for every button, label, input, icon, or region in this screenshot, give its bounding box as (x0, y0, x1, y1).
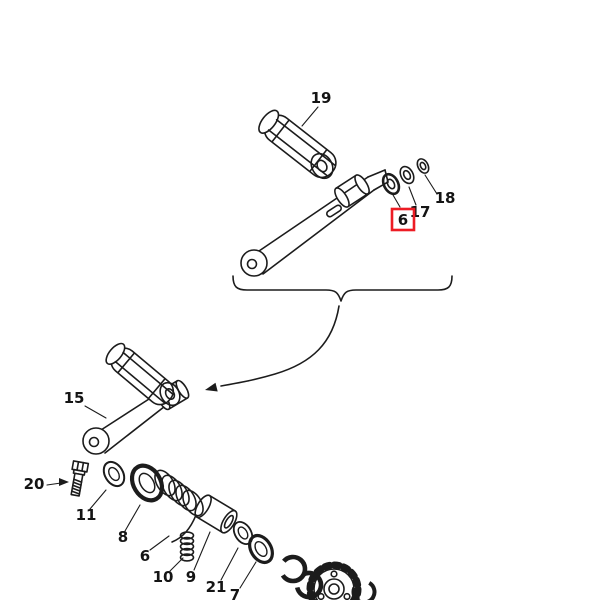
leader-10 (169, 557, 184, 572)
pedal-joint-ring (310, 152, 334, 180)
lever-joint-ring (159, 381, 181, 407)
ring-part-18 (416, 158, 430, 174)
leader-19 (301, 106, 319, 127)
part-label-8[interactable]: 8 (118, 528, 128, 546)
arm-slot (326, 204, 342, 218)
washer-part-7 (248, 533, 274, 565)
leader-15 (84, 405, 107, 419)
highlighted-part-callout[interactable]: 6 (390, 207, 416, 232)
arm-boss (240, 249, 268, 277)
end-clip (351, 579, 377, 600)
spring-part-10 (179, 531, 195, 562)
washer-part-17 (399, 165, 415, 185)
leader-9 (193, 531, 211, 571)
part-label-7[interactable]: 7 (230, 586, 240, 600)
leader-8 (124, 504, 141, 532)
washer-part-21 (232, 521, 254, 545)
leader-6-top (392, 194, 401, 208)
leader-6-bottom (149, 535, 170, 551)
leader-21 (220, 547, 239, 581)
detail-arrow (205, 305, 340, 392)
leader-20-arrowhead-icon (59, 478, 69, 486)
leader-11 (89, 489, 107, 510)
seal-part-8 (129, 463, 165, 503)
lever-boss (82, 427, 110, 455)
grouping-brace (232, 275, 453, 302)
washer-part-6 (381, 172, 401, 196)
highlight-box[interactable] (390, 207, 416, 232)
part-label-17[interactable]: 17 (410, 203, 431, 221)
kick-lever-arm (240, 176, 375, 277)
part-label-6[interactable]: 6 (140, 547, 150, 565)
leader-17 (408, 186, 417, 206)
leader-20 (46, 482, 62, 486)
spring-tail (171, 514, 197, 543)
kick-lever-assembly (240, 109, 430, 277)
part-label-6-highlighted[interactable]: 6 (398, 211, 408, 229)
gear-teeth (306, 561, 362, 600)
part-label-18[interactable]: 18 (435, 189, 456, 207)
part-label-15[interactable]: 15 (64, 389, 85, 407)
part-label-20[interactable]: 20 (24, 475, 45, 493)
leader-lines (46, 106, 438, 589)
part-label-10[interactable]: 10 (153, 568, 174, 586)
part-label-21[interactable]: 21 (206, 578, 227, 596)
part-label-9[interactable]: 9 (186, 568, 196, 586)
leader-18 (424, 174, 438, 195)
part-label-11[interactable]: 11 (76, 506, 97, 524)
gear (306, 561, 362, 600)
arrowhead-icon (205, 382, 218, 392)
leader-7 (239, 561, 257, 589)
shift-shaft-assembly (70, 342, 377, 600)
part-label-19[interactable]: 19 (311, 89, 332, 107)
washer-part-11 (102, 460, 126, 488)
bolt-part-20 (70, 460, 90, 497)
pedal-pivot-barrel (334, 174, 370, 208)
spring-part-6 (154, 469, 204, 543)
